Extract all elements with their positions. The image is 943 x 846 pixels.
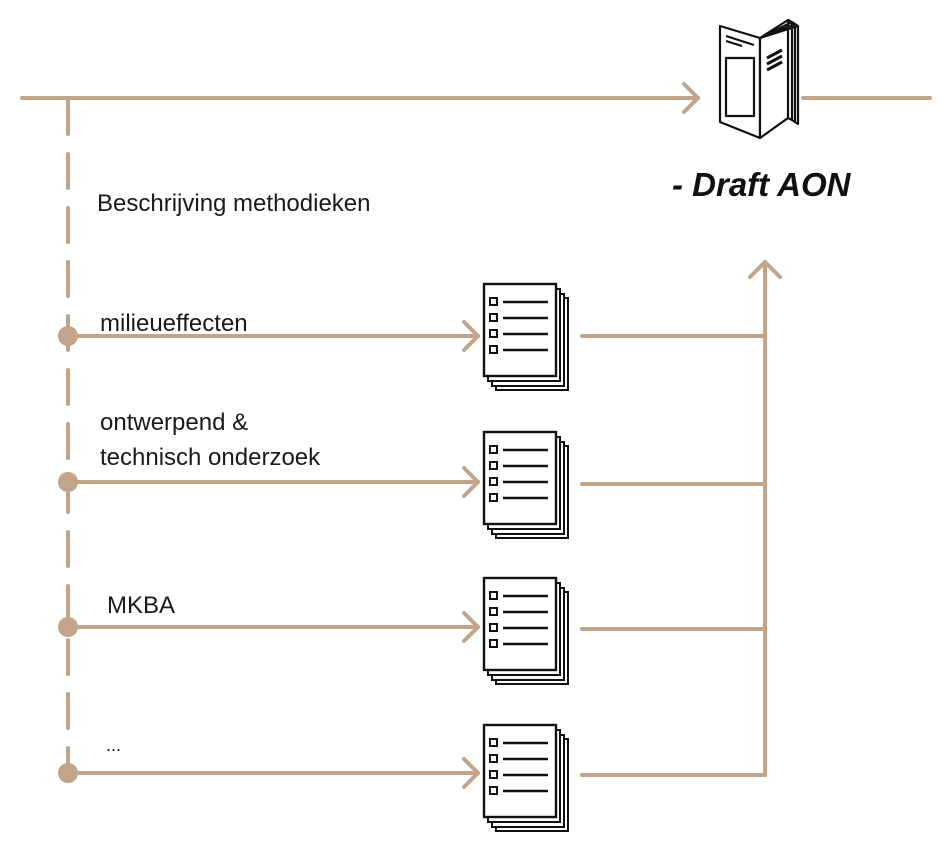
stream-node-2 [58,472,78,492]
stream-arrowhead-3 [462,611,480,643]
stream-arrowhead-4 [462,757,480,789]
stream-label-1: milieueffecten [100,310,248,337]
stream-label-3: MKBA [107,592,176,619]
stream-node-3 [58,617,78,637]
heading-label: Beschrijving methodieken [97,190,371,217]
booklet-icon [718,18,800,140]
stream-node-1 [58,326,78,346]
main-timeline-arrowhead [682,82,700,114]
stream-label-2: ontwerpend & technisch onderzoek [100,409,321,471]
document-stack-icon [482,282,569,391]
draft-aon-label: - Draft AON [672,166,851,203]
document-stack-icon [482,723,569,832]
stream-node-4 [58,763,78,783]
document-stack-icon [482,576,569,685]
document-stack-icon [482,430,569,539]
stream-label-4: ... [106,735,122,755]
collector-arrowhead [748,260,782,279]
stream-arrowhead-2 [462,466,480,498]
stream-arrowhead-1 [462,320,480,352]
